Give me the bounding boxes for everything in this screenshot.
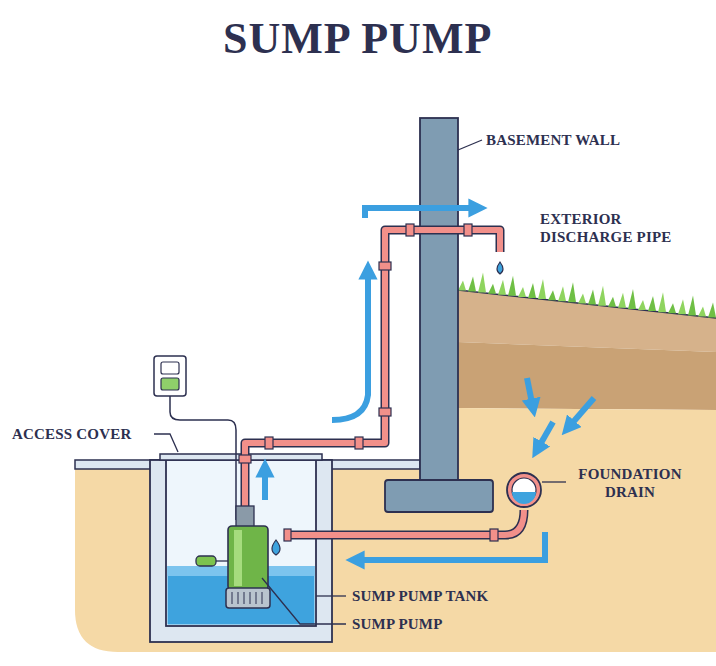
discharge-pipe-label: EXTERIOR DISCHARGE PIPE bbox=[540, 210, 690, 246]
basement-wall bbox=[385, 118, 493, 512]
grass-part bbox=[558, 286, 566, 301]
sump-pump bbox=[196, 506, 280, 608]
flow-arrows-part bbox=[355, 532, 545, 560]
grass-part bbox=[648, 296, 656, 311]
grass-part bbox=[498, 280, 506, 295]
flow-arrows-part bbox=[527, 378, 533, 408]
basement-wall-part bbox=[420, 118, 458, 482]
flow-arrows bbox=[265, 208, 594, 560]
flow-arrows-part bbox=[332, 270, 368, 420]
discharge-pipe-part bbox=[406, 224, 414, 236]
foundation-drain-label: FOUNDATION DRAIN bbox=[570, 465, 690, 501]
ground-part bbox=[458, 290, 716, 318]
grass-part bbox=[528, 283, 536, 298]
grass-part bbox=[638, 300, 646, 310]
grass-part bbox=[548, 290, 556, 300]
outlet-part bbox=[154, 356, 186, 396]
grass-part bbox=[578, 293, 586, 303]
grass-part bbox=[508, 276, 516, 296]
leader-lines-part bbox=[542, 481, 566, 482]
drain-pipe-part bbox=[507, 473, 541, 507]
grass-part bbox=[688, 295, 696, 315]
outlet bbox=[154, 356, 236, 520]
grass-part bbox=[488, 284, 496, 294]
grass-part bbox=[628, 289, 636, 309]
grass-part bbox=[678, 299, 686, 314]
outlet-part bbox=[170, 396, 236, 520]
ground-part bbox=[458, 342, 716, 410]
discharge-pipe bbox=[239, 224, 503, 518]
leader-lines bbox=[154, 140, 566, 624]
grass-part bbox=[668, 303, 676, 313]
leader-lines-part bbox=[458, 140, 482, 150]
flow-arrows-part bbox=[365, 208, 478, 218]
ground bbox=[75, 290, 716, 652]
discharge-pipe-part bbox=[245, 230, 500, 518]
access-cover-label: ACCESS COVER bbox=[12, 425, 132, 443]
sump-pump-part bbox=[236, 506, 254, 528]
basement-wall-part bbox=[385, 480, 493, 512]
grass-part bbox=[608, 297, 616, 307]
outlet-part bbox=[161, 378, 179, 390]
grass-part bbox=[588, 290, 596, 305]
grass-part bbox=[658, 292, 666, 312]
grass-part bbox=[478, 273, 486, 293]
flow-arrows-part bbox=[537, 422, 553, 450]
grass-part bbox=[598, 286, 606, 306]
leader-lines-part bbox=[316, 595, 346, 596]
discharge-pipe-part bbox=[379, 262, 391, 270]
grass-part bbox=[518, 287, 526, 297]
sump-pump-part bbox=[196, 556, 216, 566]
sump-pump-part bbox=[228, 526, 268, 590]
leader-lines-part bbox=[154, 434, 178, 452]
grass-part bbox=[458, 280, 466, 290]
drain-pipe bbox=[284, 473, 541, 541]
sump-pump-part bbox=[226, 588, 270, 608]
discharge-pipe-part bbox=[265, 437, 273, 449]
drain-pipe-part bbox=[512, 492, 536, 504]
grass-part bbox=[618, 293, 626, 308]
discharge-pipe-part bbox=[355, 437, 363, 449]
wall-label: BASEMENT WALL bbox=[486, 131, 620, 149]
sump-pump-part bbox=[272, 540, 280, 555]
flow-arrows-part bbox=[262, 468, 268, 500]
discharge-pipe-part bbox=[464, 224, 472, 236]
grass-part bbox=[468, 277, 476, 292]
grass-part bbox=[538, 279, 546, 299]
grass bbox=[458, 273, 716, 318]
pump-label: SUMP PUMP bbox=[352, 615, 443, 633]
flow-arrows-part bbox=[568, 398, 594, 428]
sump-pump-part bbox=[234, 530, 242, 586]
drain-pipe-part bbox=[285, 510, 524, 535]
outlet-part bbox=[161, 362, 179, 374]
discharge-pipe-part bbox=[239, 455, 251, 463]
drain-pipe-part bbox=[285, 510, 524, 535]
ground-part bbox=[458, 408, 716, 462]
leader-lines-part bbox=[262, 578, 346, 624]
discharge-pipe-part bbox=[245, 230, 500, 518]
drain-pipe-part bbox=[490, 529, 498, 541]
discharge-pipe-part bbox=[497, 262, 503, 274]
ground-part bbox=[458, 290, 716, 352]
diagram-title: SUMP PUMP bbox=[223, 14, 492, 64]
grass-part bbox=[568, 282, 576, 302]
tank-label: SUMP PUMP TANK bbox=[352, 587, 488, 605]
grass-part bbox=[698, 306, 706, 316]
sump-pump-part bbox=[232, 592, 262, 604]
drain-pipe-part bbox=[284, 529, 291, 541]
discharge-pipe-part bbox=[379, 408, 391, 416]
grass-part bbox=[708, 303, 716, 318]
